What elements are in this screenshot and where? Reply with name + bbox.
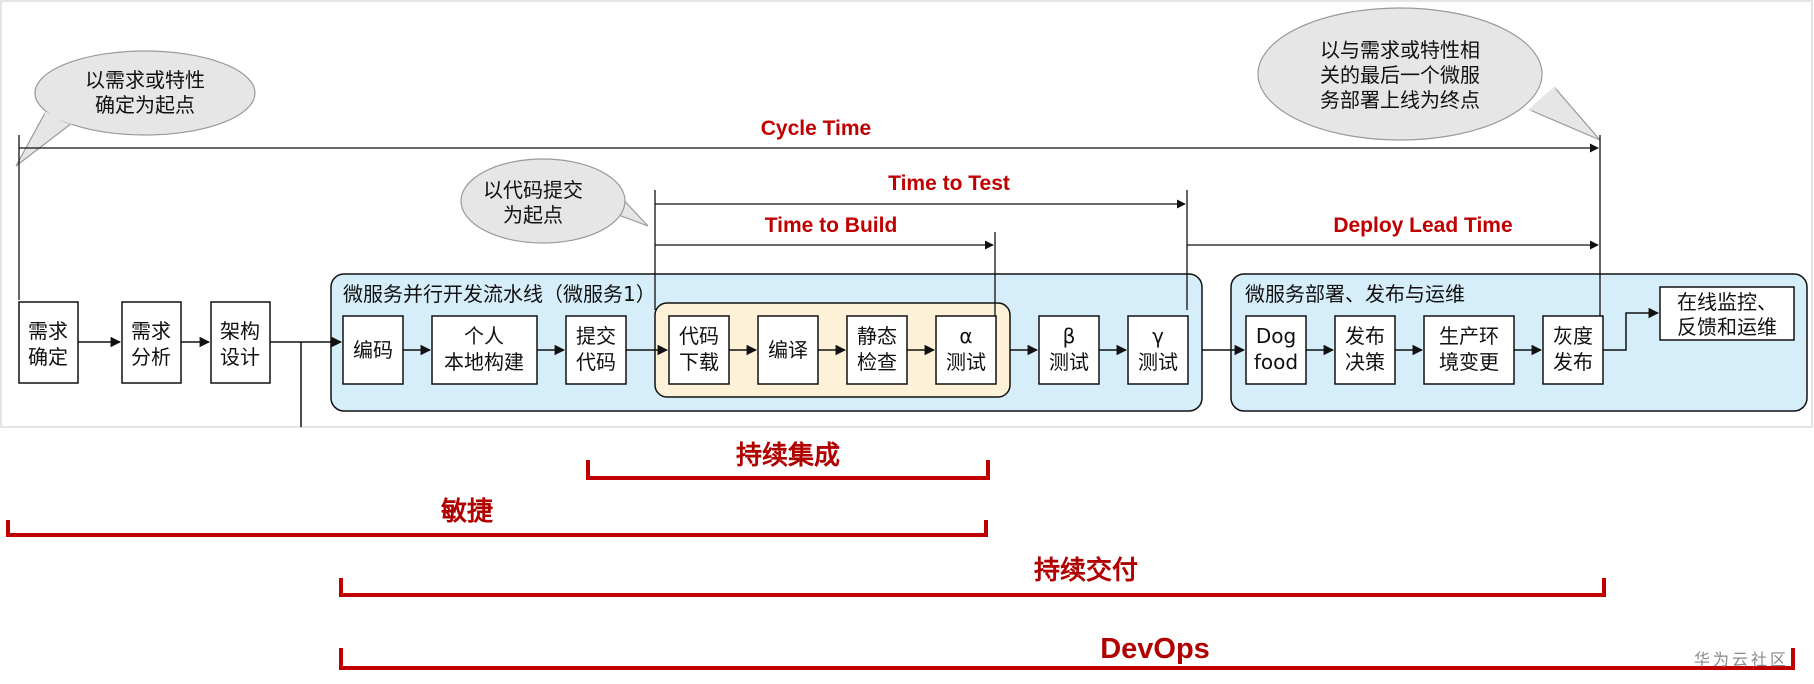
step-prod-env-change-line2: 境变更 [1439, 350, 1499, 374]
step-requirement-confirm [18, 301, 79, 384]
step-static-check-line1: 静态 [857, 324, 897, 348]
ci-label: 持续集成 [736, 440, 840, 471]
step-gray-release-line2: 发布 [1553, 350, 1593, 374]
note-start-commit-line2: 为起点 [503, 203, 563, 227]
note-start-requirement-line2: 确定为起点 [95, 93, 195, 117]
step-commit-code-line2: 代码 [576, 350, 616, 374]
note-start-commit: 以代码提交 为起点 [460, 158, 649, 244]
step-alpha-test-line1: α [959, 324, 972, 348]
note-end-deploy-line3: 务部署上线为终点 [1320, 88, 1480, 112]
step-requirement-analysis-line1: 需求 [131, 319, 171, 343]
step-dogfood-line1: Dog [1256, 324, 1296, 348]
step-alpha-test-line2: 测试 [946, 350, 986, 374]
step-alpha-test [935, 315, 997, 385]
step-dogfood-line2: food [1254, 350, 1298, 374]
deploy-lead-time-label: Deploy Lead Time [1333, 214, 1512, 237]
step-requirement-confirm-line2: 确定 [28, 345, 68, 369]
step-code-download-line1: 代码 [679, 324, 719, 348]
step-requirement-analysis [121, 301, 182, 384]
step-prod-env-change-line1: 生产环 [1439, 324, 1499, 348]
step-local-build-line2: 本地构建 [444, 350, 524, 374]
step-prod-env-change [1423, 315, 1515, 385]
step-requirement-confirm-line1: 需求 [28, 319, 68, 343]
step-beta-test-line2: 测试 [1049, 350, 1089, 374]
cd-label: 持续交付 [1034, 555, 1138, 586]
step-release-decision-line1: 发布 [1345, 324, 1385, 348]
cycle-time-label: Cycle Time [761, 117, 872, 140]
step-beta-test [1038, 315, 1100, 385]
time-to-build-label: Time to Build [765, 214, 898, 237]
note-start-commit-line1: 以代码提交 [483, 178, 583, 202]
step-release-decision-line2: 决策 [1345, 350, 1385, 374]
devops-label: DevOps [1100, 633, 1210, 665]
cd-bracket [339, 578, 1606, 597]
step-release-decision [1334, 315, 1396, 385]
step-local-build-line1: 个人 [464, 324, 504, 348]
step-architecture-design-line1: 架构 [220, 319, 260, 343]
deploy-group-title: 微服务部署、发布与运维 [1245, 282, 1465, 306]
diagram-frame [0, 0, 1813, 428]
note-start-requirement: 以需求或特性 确定为起点 [15, 50, 256, 167]
step-architecture-design [210, 301, 271, 384]
step-commit-code [565, 315, 627, 385]
step-gamma-test-line2: 测试 [1138, 350, 1178, 374]
flow-arrow-16 [1603, 307, 1660, 351]
step-local-build [431, 315, 538, 385]
step-online-monitoring-line2: 反馈和运维 [1677, 315, 1777, 339]
step-coding-line1: 编码 [353, 338, 393, 362]
step-dogfood [1245, 315, 1307, 385]
devops-bracket [339, 648, 1795, 670]
step-gamma-test [1127, 315, 1189, 385]
watermark: 华为云社区 [1694, 650, 1789, 669]
step-gray-release [1542, 315, 1604, 385]
step-gray-release-line1: 灰度 [1553, 324, 1593, 348]
step-code-download [668, 315, 730, 385]
pipeline-group-title: 微服务并行开发流水线（微服务1） [343, 282, 656, 306]
agile-label: 敏捷 [440, 497, 493, 527]
note-end-deploy: 以与需求或特性相 关的最后一个微服 务部署上线为终点 [1257, 7, 1601, 141]
step-requirement-analysis-line2: 分析 [131, 345, 171, 369]
time-to-test-label: Time to Test [888, 172, 1010, 195]
step-static-check [846, 315, 908, 385]
step-commit-code-line1: 提交 [576, 324, 616, 348]
ci-bracket [586, 460, 990, 480]
step-beta-test-line1: β [1063, 324, 1076, 348]
step-compile-line1: 编译 [768, 338, 808, 362]
step-online-monitoring [1659, 286, 1795, 341]
step-static-check-line2: 检查 [857, 350, 897, 374]
step-code-download-line2: 下载 [679, 350, 719, 374]
step-architecture-design-line2: 设计 [220, 345, 260, 369]
note-start-requirement-line1: 以需求或特性 [85, 68, 205, 92]
note-end-deploy-line2: 关的最后一个微服 [1320, 63, 1480, 87]
step-gamma-test-line1: γ [1152, 324, 1164, 348]
note-end-deploy-line1: 以与需求或特性相 [1320, 38, 1480, 62]
agile-bracket [6, 520, 988, 537]
step-compile [757, 315, 819, 385]
step-online-monitoring-line1: 在线监控、 [1677, 290, 1777, 314]
